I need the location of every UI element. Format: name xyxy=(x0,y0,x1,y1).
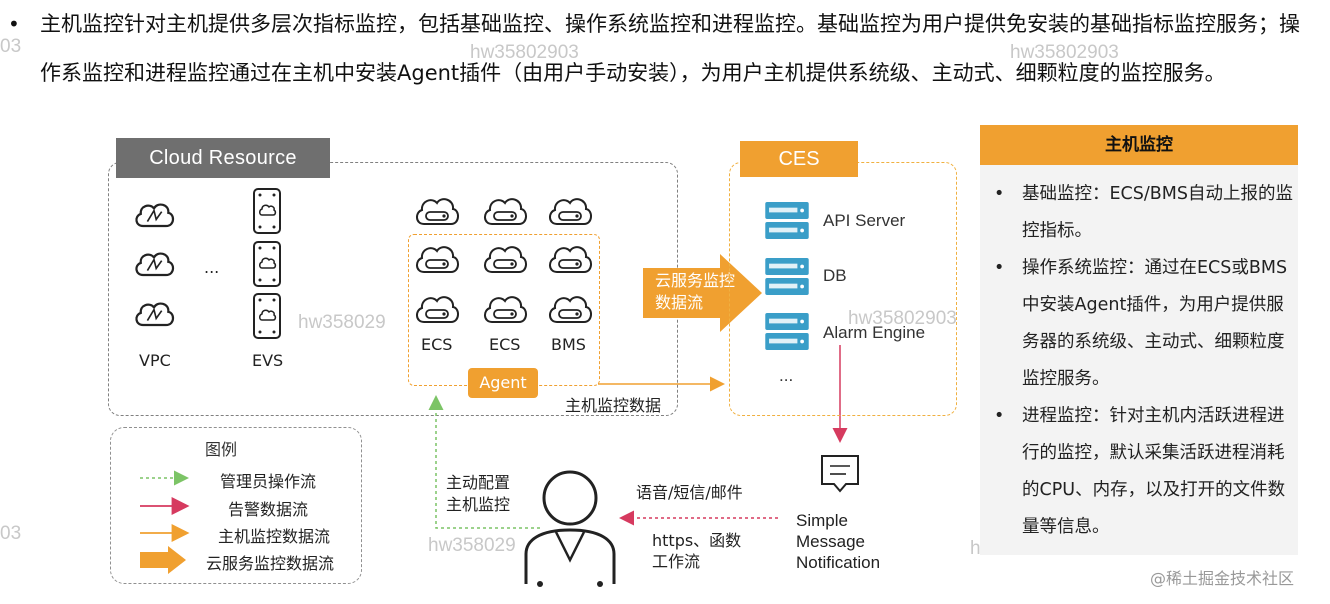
panel-title: 主机监控 xyxy=(980,125,1298,165)
smn-label-line1: Simple xyxy=(796,511,848,530)
ces-box xyxy=(729,162,957,416)
ecs-cloud-icon xyxy=(483,246,528,273)
bullet-icon: • xyxy=(8,12,20,36)
cloud-service-flow-label: 云服务监控数据流 xyxy=(655,271,736,312)
user-icon xyxy=(524,470,616,587)
https-label-1: https、函数 xyxy=(652,531,742,550)
legend-item-alarm: 告警数据流 xyxy=(228,500,309,519)
ecs-cloud-icon xyxy=(548,296,593,323)
ces-item-alarm-engine: Alarm Engine xyxy=(823,323,926,342)
legend-item-cloud: 云服务监控数据流 xyxy=(206,554,335,573)
ces-item-more: ... xyxy=(779,366,794,385)
watermark: hw35802903 xyxy=(1010,42,1119,63)
panel-item-os: 操作系统监控：通过在ECS或BMS中安装Agent插件，为用户提供服务器的系统级… xyxy=(994,250,1294,398)
vpc-cloud-icon xyxy=(135,203,175,228)
watermark: 03 xyxy=(0,523,22,544)
legend-title: 图例 xyxy=(205,440,238,459)
watermark: hw358029 xyxy=(428,535,516,556)
smn-label-line2: Message xyxy=(796,532,865,551)
agent-badge: Agent xyxy=(468,368,538,398)
smn-label-line3: Notification xyxy=(796,553,881,572)
cloud-resource-title: Cloud Resource xyxy=(116,138,330,178)
ecs-cloud-icon xyxy=(483,198,528,225)
ecs-cloud-icon xyxy=(415,296,460,323)
ecs-cloud-icon xyxy=(415,246,460,273)
panel-item-basic: 基础监控：ECS/BMS自动上报的监控指标。 xyxy=(994,176,1294,250)
ellipsis: ... xyxy=(204,258,220,277)
legend-item-admin: 管理员操作流 xyxy=(220,472,317,491)
host-data-label: 主机监控数据 xyxy=(565,396,662,415)
watermark: 03 xyxy=(0,36,22,57)
evs-label: EVS xyxy=(252,351,284,370)
legend-cloud-arrow xyxy=(140,546,186,574)
evs-disk-icon xyxy=(253,241,281,287)
panel-item-process: 进程监控：针对主机内活跃进程进行的监控，默认采集活跃进程消耗的CPU、内存，以及… xyxy=(994,398,1294,546)
ecs-cloud-icon xyxy=(548,198,593,225)
vpc-label: VPC xyxy=(139,351,171,370)
cloud-service-data-arrow xyxy=(643,254,762,332)
config-label-1: 主动配置 xyxy=(446,473,511,492)
footer-watermark: @稀土掘金技术社区 xyxy=(1150,569,1295,588)
ces-item-api-server: API Server xyxy=(823,211,906,230)
admin-config-arrow xyxy=(428,395,540,529)
vpc-cloud-icon xyxy=(135,302,175,327)
ecs-cloud-icon xyxy=(483,296,528,323)
ecs-cloud-icon xyxy=(548,246,593,273)
ecs-label: ECS xyxy=(489,335,521,354)
evs-disk-icon xyxy=(253,188,281,234)
vpc-cloud-icon xyxy=(135,252,175,277)
legend-box xyxy=(110,427,362,584)
channels-label: 语音/短信/邮件 xyxy=(636,483,743,502)
ces-item-db: DB xyxy=(823,266,847,285)
legend-item-host: 主机监控数据流 xyxy=(218,527,331,546)
message-icon xyxy=(821,455,859,493)
watermark: hw35802903 xyxy=(848,308,957,329)
bms-label: BMS xyxy=(551,335,586,354)
https-label-2: 工作流 xyxy=(652,552,701,571)
ces-title: CES xyxy=(740,141,858,177)
watermark: hw35802903 xyxy=(470,42,579,63)
evs-disk-icon xyxy=(253,293,281,339)
config-label-2: 主机监控 xyxy=(446,495,511,514)
intro-text: 主机监控针对主机提供多层次指标监控，包括基础监控、操作系统监控和进程监控。基础监… xyxy=(40,12,1300,85)
ecs-label: ECS xyxy=(421,335,453,354)
watermark: hw358029 xyxy=(298,312,386,333)
ecs-cloud-icon xyxy=(415,198,460,225)
panel-list: 基础监控：ECS/BMS自动上报的监控指标。 操作系统监控：通过在ECS或BMS… xyxy=(994,176,1294,546)
